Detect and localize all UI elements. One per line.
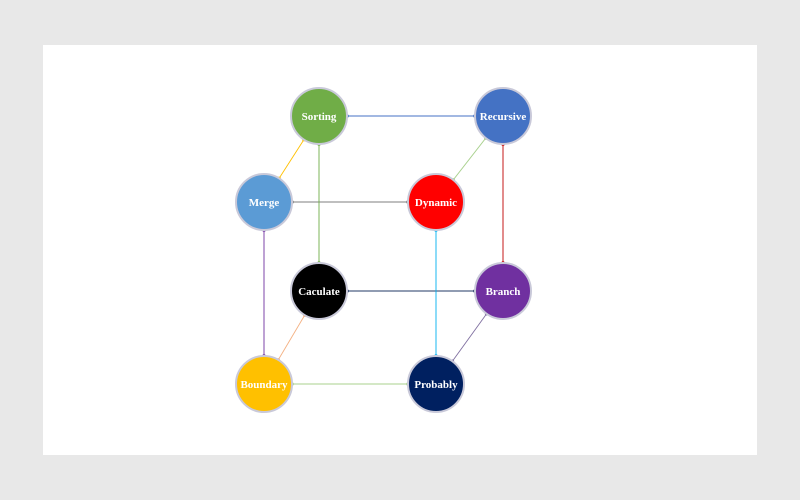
node-dynamic[interactable]: Dynamic bbox=[407, 173, 465, 231]
node-probably[interactable]: Probably bbox=[407, 355, 465, 413]
node-circle bbox=[407, 173, 465, 231]
node-label: Sorting bbox=[302, 111, 337, 123]
node-recursive[interactable]: Recursive bbox=[474, 87, 532, 145]
node-circle bbox=[235, 173, 293, 231]
edge-dynamic-recursive bbox=[452, 137, 487, 181]
node-circle bbox=[235, 355, 293, 413]
node-circle bbox=[407, 355, 465, 413]
node-branch[interactable]: Branch bbox=[474, 262, 532, 320]
node-caculate[interactable]: Caculate bbox=[290, 262, 348, 320]
edge-boundary-caculate bbox=[277, 314, 306, 361]
node-merge[interactable]: Merge bbox=[235, 173, 293, 231]
node-circle bbox=[290, 87, 348, 145]
node-label: Dynamic bbox=[415, 197, 457, 209]
node-circle bbox=[474, 262, 532, 320]
node-label: Boundary bbox=[240, 379, 288, 391]
node-label: Branch bbox=[486, 286, 521, 298]
node-label: Merge bbox=[249, 197, 280, 209]
node-label: Recursive bbox=[480, 111, 527, 123]
node-sorting[interactable]: Sorting bbox=[290, 87, 348, 145]
node-circle bbox=[474, 87, 532, 145]
node-circle bbox=[290, 262, 348, 320]
node-boundary[interactable]: Boundary bbox=[235, 355, 293, 413]
edges-layer bbox=[262, 114, 505, 386]
node-label: Probably bbox=[414, 379, 458, 391]
node-label: Caculate bbox=[298, 286, 340, 298]
edge-merge-sorting bbox=[278, 139, 305, 179]
edge-probably-branch bbox=[452, 313, 487, 362]
